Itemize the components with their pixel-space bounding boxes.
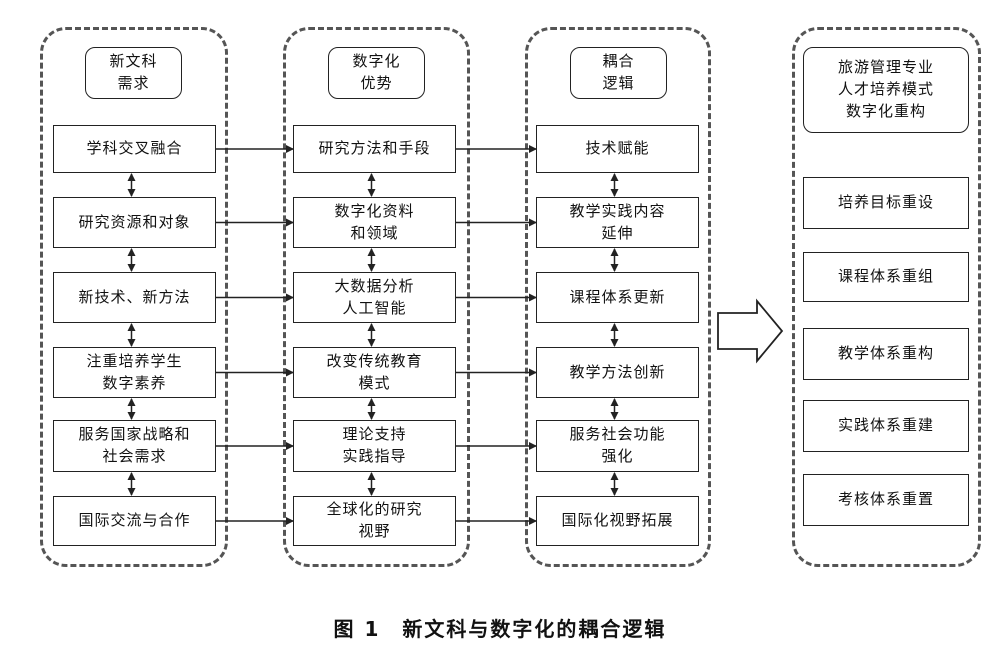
- item-box-1-5: 服务国家战略和 社会需求: [53, 420, 216, 472]
- item-box-2-6: 全球化的研究 视野: [293, 496, 456, 546]
- column-container-chonggou: [792, 27, 981, 567]
- item-box-2-5: 理论支持 实践指导: [293, 420, 456, 472]
- item-box-4-5: 考核体系重置: [803, 474, 969, 526]
- item-box-1-4: 注重培养学生 数字素养: [53, 347, 216, 398]
- item-box-1-2: 研究资源和对象: [53, 197, 216, 248]
- item-box-2-3: 大数据分析 人工智能: [293, 272, 456, 323]
- big-right-arrow: [717, 298, 784, 364]
- item-box-1-1: 学科交叉融合: [53, 125, 216, 173]
- header-chonggou: 旅游管理专业 人才培养模式 数字化重构: [803, 47, 969, 133]
- item-box-2-1: 研究方法和手段: [293, 125, 456, 173]
- item-box-4-2: 课程体系重组: [803, 252, 969, 302]
- header-xinwenke: 新文科 需求: [85, 47, 182, 99]
- figure-caption: 图 1 新文科与数字化的耦合逻辑: [333, 617, 667, 641]
- item-box-1-6: 国际交流与合作: [53, 496, 216, 546]
- item-box-3-1: 技术赋能: [536, 125, 699, 173]
- item-box-4-1: 培养目标重设: [803, 177, 969, 229]
- item-box-1-3: 新技术、新方法: [53, 272, 216, 323]
- item-box-3-2: 教学实践内容 延伸: [536, 197, 699, 248]
- item-box-3-5: 服务社会功能 强化: [536, 420, 699, 472]
- item-box-3-6: 国际化视野拓展: [536, 496, 699, 546]
- header-ouhe: 耦合 逻辑: [570, 47, 667, 99]
- item-box-4-3: 教学体系重构: [803, 328, 969, 380]
- item-box-2-2: 数字化资料 和领域: [293, 197, 456, 248]
- item-box-3-4: 教学方法创新: [536, 347, 699, 398]
- item-box-4-4: 实践体系重建: [803, 400, 969, 452]
- item-box-2-4: 改变传统教育 模式: [293, 347, 456, 398]
- item-box-3-3: 课程体系更新: [536, 272, 699, 323]
- header-shuzihua: 数字化 优势: [328, 47, 425, 99]
